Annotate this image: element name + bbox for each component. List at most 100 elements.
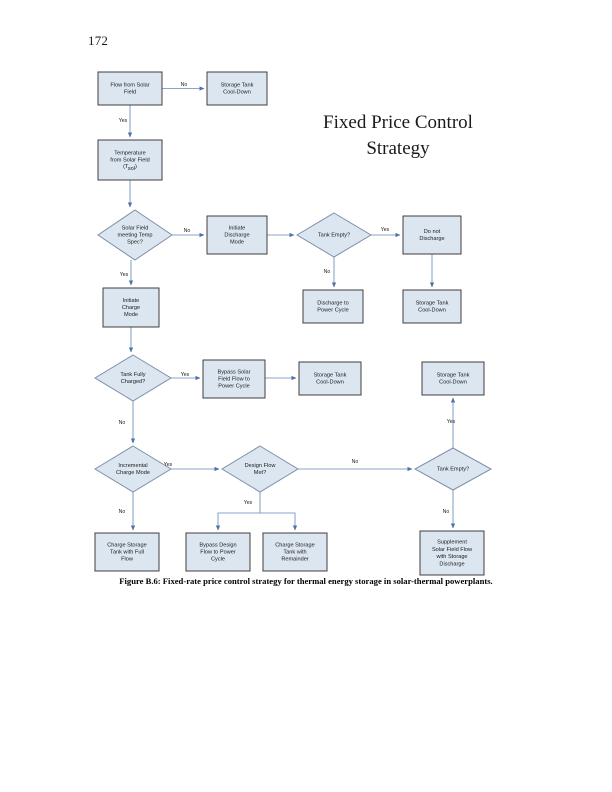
edge-label-no_7: No	[443, 509, 450, 515]
edge-label-yes_7: Yes	[244, 500, 253, 506]
node-label-line: Incremental	[118, 463, 147, 469]
node-label-line: Spec?	[127, 240, 143, 246]
process-shape	[102, 287, 160, 328]
figure-title: Fixed Price Control Strategy	[283, 110, 513, 162]
node-label-line: Tank with	[283, 549, 306, 555]
edge-label-yes_3: Yes	[120, 272, 129, 278]
node-label-line: Discharge	[224, 232, 249, 238]
edge-label-no_2: No	[184, 228, 191, 234]
node-label-line: Supplement	[437, 540, 467, 546]
node-label-line: Cycle	[211, 557, 225, 563]
node-label-line: Charged?	[121, 379, 146, 385]
node-label-line: Storage Tank	[416, 300, 449, 306]
node-label-line: Mode	[230, 240, 244, 246]
edge-label-no_1: No	[181, 82, 188, 88]
node-label-line: Remainder	[281, 557, 308, 563]
edge-label-no_4: No	[119, 420, 126, 426]
node-label-line: Flow	[121, 557, 134, 563]
decision-shape	[413, 447, 493, 491]
flowchart-edges	[127, 86, 456, 531]
edge-designflow-to-chargeremainder	[260, 512, 298, 531]
edge-label-yes_1: Yes	[119, 118, 128, 124]
process-shape	[97, 71, 163, 106]
node-label-line: Met?	[254, 470, 266, 476]
decision-shape	[296, 212, 372, 258]
node-label-line: Solar Field Flow	[432, 547, 473, 553]
node-label-line: Bypass Solar	[218, 369, 251, 375]
node-label-line: Do not	[424, 229, 441, 235]
node-label-line: Charge Storage	[107, 542, 147, 548]
node-label-line: from Solar Field	[110, 157, 149, 163]
decision-shape	[94, 354, 172, 402]
node-label-line: Mode	[124, 312, 138, 318]
node-label-line: Cool-Down	[439, 380, 467, 386]
node-label-line: Flow to Power	[200, 549, 236, 555]
edge-label-yes_4: Yes	[181, 372, 190, 378]
node-label-line: Discharge	[419, 236, 444, 242]
node-label-line: Field	[124, 90, 136, 96]
node-label-line: Tank Empty?	[318, 232, 350, 238]
process-shape	[262, 532, 328, 572]
node-label-line: Storage Tank	[437, 372, 470, 378]
node-label-line: Charge Mode	[116, 470, 150, 476]
process-shape	[94, 532, 160, 572]
flow-node-tank_empty_1: Tank Empty?	[296, 212, 372, 258]
node-label-line: Flow from Solar	[110, 82, 149, 88]
decision-shape	[94, 445, 172, 493]
process-shape	[185, 532, 251, 572]
node-label-line: Power Cycle	[218, 384, 249, 390]
decision-shape	[97, 209, 173, 261]
node-label-line: Charge Storage	[275, 542, 315, 548]
edge-designflow-to-bypassdesign	[215, 492, 261, 531]
process-shape	[419, 530, 485, 576]
edge-label-no_5: No	[352, 459, 359, 465]
edge-label-yes_6: Yes	[164, 462, 173, 468]
node-label-line: Discharge	[439, 561, 464, 567]
node-label-line: Charge	[122, 305, 140, 311]
node-label-line: Cool-Down	[223, 90, 251, 96]
figure-title-line-2: Strategy	[366, 138, 430, 159]
node-label-line: Tank with Full	[110, 549, 144, 555]
node-label-line: meeting Temp	[117, 232, 152, 238]
page-number: 172	[88, 33, 109, 48]
node-label-line: Storage Tank	[314, 372, 347, 378]
process-shape	[298, 361, 362, 396]
node-label-line: Field Flow to	[218, 376, 250, 382]
node-label-line: Power Cycle	[317, 308, 348, 314]
flow-node-discharge_power_cycle: Discharge to Power Cycle	[302, 289, 364, 324]
node-label-line: Cool-Down	[418, 308, 446, 314]
process-shape	[402, 289, 462, 324]
node-label-line: Discharge to	[317, 300, 348, 306]
node-label-line: Cool-Down	[316, 380, 344, 386]
node-label-line: Design Flow	[245, 463, 277, 469]
process-shape	[206, 71, 268, 106]
edge-label-yes_5: Yes	[447, 419, 456, 425]
process-shape	[206, 215, 268, 255]
process-shape	[302, 289, 364, 324]
node-label-line: with Storage	[435, 554, 467, 560]
process-shape	[421, 361, 485, 396]
figure-title-line-1: Fixed Price Control	[323, 112, 473, 133]
edge-label-no_6: No	[119, 509, 126, 515]
edge-label-yes_2: Yes	[381, 227, 390, 233]
node-label-line: Storage Tank	[221, 82, 254, 88]
decision-shape	[221, 445, 299, 493]
node-label-line: Bypass Design	[199, 542, 236, 548]
node-label-line: Temperature	[114, 150, 145, 156]
figure-caption: Figure B.6: Fixed-rate price control str…	[119, 576, 493, 586]
node-label-line: Solar Field	[122, 225, 149, 231]
